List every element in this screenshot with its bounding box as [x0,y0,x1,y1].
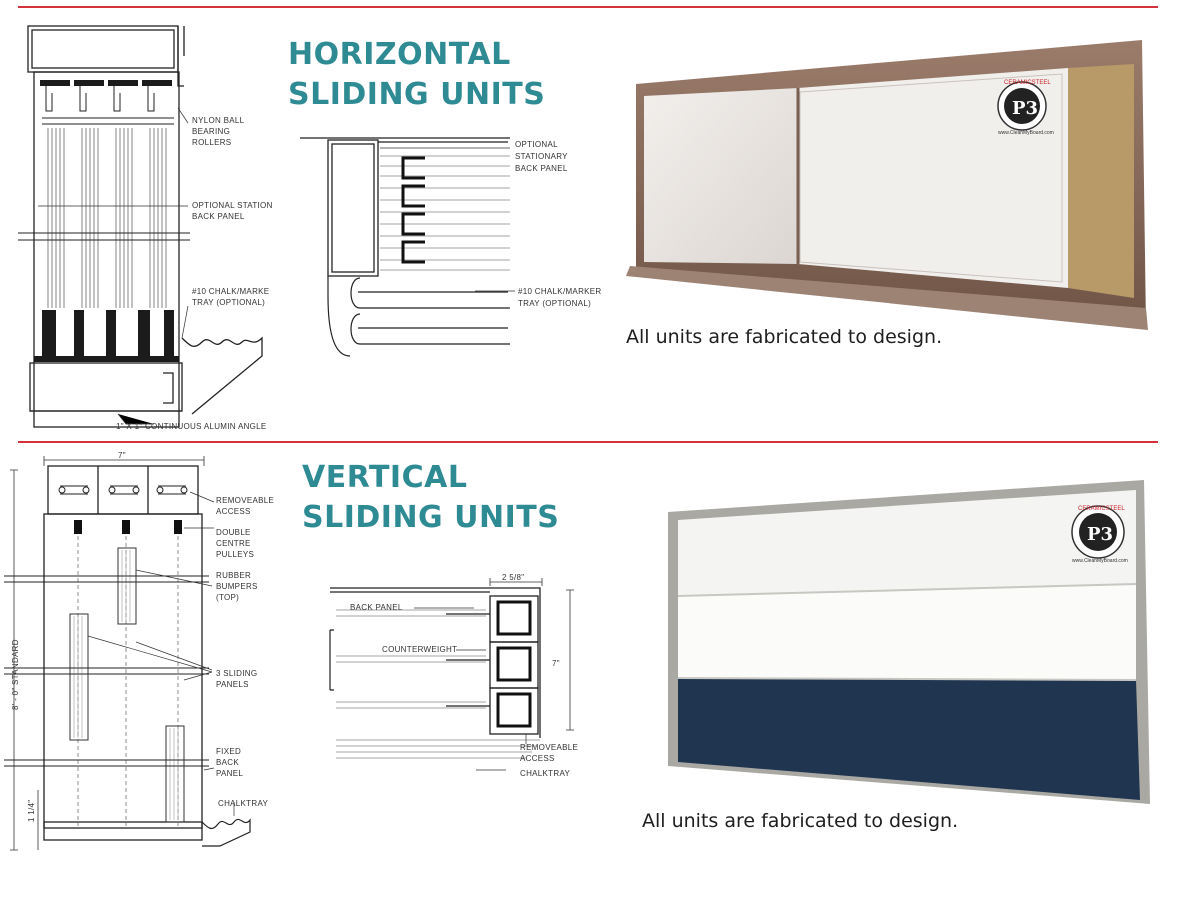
vertical-title-line1: VERTICAL [302,460,468,495]
label-plan-access-2: ACCESS [520,754,555,763]
label-plan-chalktray: CHALKTRAY [520,769,570,778]
label-tray-1: #10 CHALK/MARKE [192,287,269,296]
horizontal-badge-text: P3 [1012,98,1038,119]
label-bumpers-2: BUMPERS [216,582,258,591]
vertical-badge-ring: CERAMICSTEEL [1078,506,1125,512]
label-back-panel-1: OPTIONAL STATION [192,201,273,210]
label-plan-access-1: REMOVEABLE [520,743,578,752]
horizontal-badge-url: www.CleanMyBoard.com [998,130,1054,136]
label-plan-counter: COUNTERWEIGHT [382,645,457,654]
horizontal-caption: All units are fabricated to design. [626,326,943,348]
label-tray-2: TRAY (OPTIONAL) [192,298,265,307]
label-access-2: ACCESS [216,507,251,516]
vertical-title-line2: SLIDING UNITS [302,500,560,535]
label-height-dim: 8' - 0" STANDARD [11,639,20,710]
top-rule [18,6,1158,8]
vertical-board-photo: P3 CERAMICSTEEL www.CleanMyBoard.com [668,480,1150,804]
vertical-badge-url: www.CleanMyBoard.com [1072,558,1128,564]
horizontal-title-line1: HORIZONTAL [288,37,511,72]
label-rollers-1: NYLON BALL [192,116,245,125]
label-plan-dim-top: 2 5/8" [502,573,524,582]
vertical-title: VERTICAL SLIDING UNITS [302,458,559,538]
label-bottom-dim: 1 1/4" [27,800,36,822]
label-pulleys-2: CENTRE [216,539,251,548]
label-chalktray: CHALKTRAY [218,799,268,808]
label-plan-dim-side: 7" [552,659,560,668]
vertical-section-drawing: 7" 8' - 0" STANDARD 1 1/4" REMOVEABLE AC… [4,451,274,851]
label-plan-tray-2: TRAY (OPTIONAL) [518,299,591,308]
label-rollers-2: BEARING [192,127,230,136]
label-plan-tray-1: #10 CHALK/MARKER [518,287,602,296]
label-rollers-3: ROLLERS [192,138,231,147]
label-access-1: REMOVEABLE [216,496,274,505]
label-plan-back: BACK PANEL [350,603,403,612]
vertical-caption: All units are fabricated to design. [642,810,959,832]
label-pulleys-1: DOUBLE [216,528,251,537]
label-fixed-1: FIXED [216,747,241,756]
vertical-badge-text: P3 [1087,524,1113,545]
label-plan-back-2: STATIONARY [515,152,568,161]
label-angle: 1" X 1" CONTINUOUS ALUMIN ANGLE [116,422,267,431]
horizontal-plan-drawing: OPTIONAL STATIONARY BACK PANEL #10 CHALK… [300,137,602,357]
label-panels-2: PANELS [216,680,249,689]
label-fixed-3: PANEL [216,769,243,778]
horizontal-badge-ring: CERAMICSTEEL [1004,80,1051,86]
label-fixed-2: BACK [216,758,239,767]
horizontal-board-photo: P3 CERAMICSTEEL www.CleanMyBoard.com [626,40,1148,330]
label-plan-back-1: OPTIONAL [515,140,558,149]
label-pulleys-3: PULLEYS [216,550,254,559]
horizontal-section-drawing: NYLON BALL BEARING ROLLERS OPTIONAL STAT… [18,25,273,431]
label-bumpers-1: RUBBER [216,571,251,580]
label-width-dim: 7" [118,451,126,460]
horizontal-title-line2: SLIDING UNITS [288,77,546,112]
middle-rule [18,441,1158,443]
label-plan-back-3: BACK PANEL [515,164,568,173]
horizontal-title: HORIZONTAL SLIDING UNITS [288,35,545,115]
label-panels-1: 3 SLIDING [216,669,257,678]
label-bumpers-3: (TOP) [216,593,239,602]
vertical-plan-drawing: 2 5/8" 7" BACK PANEL COUNTERWEIGHT REMOV… [329,573,578,778]
label-back-panel-2: BACK PANEL [192,212,245,221]
